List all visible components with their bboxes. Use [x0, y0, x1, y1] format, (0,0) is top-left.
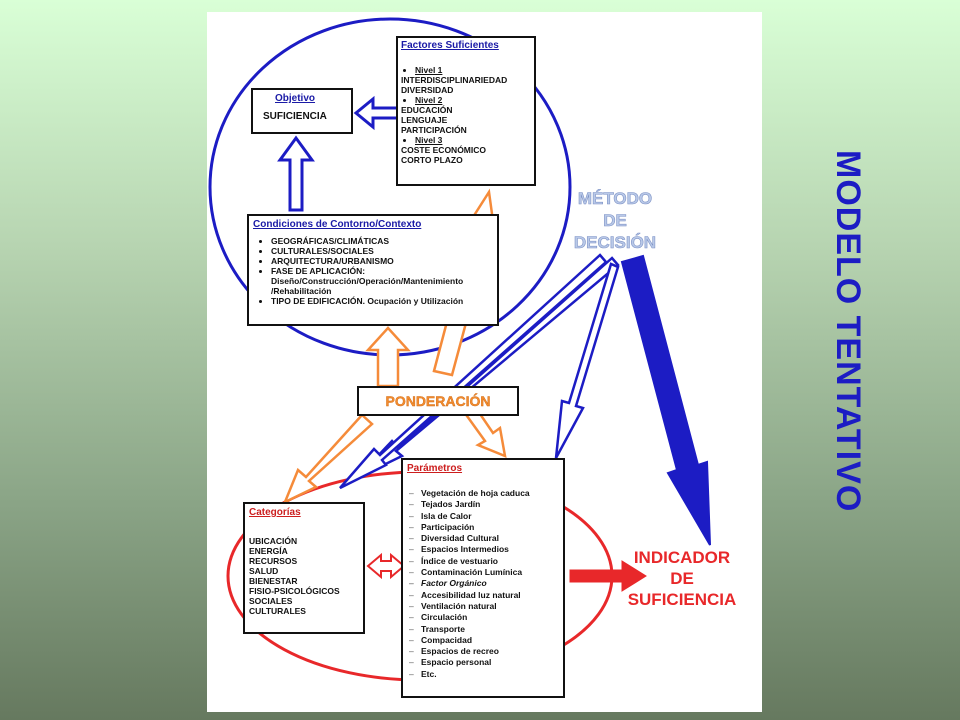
factores-title: Factores Suficientes: [401, 40, 499, 51]
arrow-categorias-parametros: [366, 552, 406, 580]
objetivo-box: Objetivo SUFICIENCIA: [251, 88, 353, 134]
parametros-item: Índice de vestuario: [409, 556, 559, 568]
factores-item: PARTICIPACIÓN: [401, 125, 467, 135]
factores-level-list: Nivel 3: [401, 135, 531, 145]
factores-level-3: Nivel 3: [415, 135, 531, 145]
condiciones-item: CULTURALES/SOCIALES: [271, 246, 493, 256]
arrow-factores-to-objetivo: [353, 95, 400, 131]
parametros-item: Accesibilidad luz natural: [409, 590, 559, 602]
parametros-list: Vegetación de hoja caduca Tejados Jardín…: [407, 488, 559, 680]
parametros-item: Participación: [409, 522, 559, 534]
arrow-condiciones-to-objetivo: [277, 135, 315, 212]
categorias-box: Categorías UBICACIÓN ENERGÍA RECURSOS SA…: [243, 502, 365, 634]
arrow-ponderacion-to-categorias: [282, 413, 374, 505]
condiciones-box: Condiciones de Contorno/Contexto GEOGRÁF…: [247, 214, 499, 326]
categorias-item: ENERGÍA: [249, 546, 288, 556]
factores-item: CORTO PLAZO: [401, 155, 463, 165]
parametros-item: Transporte: [409, 624, 559, 636]
arrow-ponderacion-to-condiciones: [365, 326, 411, 388]
arrow-metodo-to-parametros: [554, 262, 620, 459]
condiciones-item: TIPO DE EDIFICACIÓN. Ocupación y Utiliza…: [271, 296, 493, 306]
parametros-item: Vegetación de hoja caduca: [409, 488, 559, 500]
parametros-item: Factor Orgánico: [409, 578, 559, 590]
parametros-item: Ventilación natural: [409, 601, 559, 613]
parametros-item: Etc.: [409, 669, 559, 681]
categorias-item: FISIO-PSICOLÓGICOS: [249, 586, 340, 596]
categorias-item: RECURSOS: [249, 556, 298, 566]
indicador-label: INDICADOR DE SUFICIENCIA: [612, 547, 752, 610]
parametros-item: Tejados Jardín: [409, 499, 559, 511]
parametros-title: Parámetros: [407, 463, 463, 474]
factores-level-list: Nivel 1: [401, 65, 531, 75]
metodo-label: MÉTODO DE DECISIÓN: [555, 188, 675, 254]
level-1-label: Nivel 1: [415, 65, 443, 75]
factores-box: Factores Suficientes Nivel 1 INTERDISCIP…: [396, 36, 536, 186]
factores-level-2: Nivel 2: [415, 95, 531, 105]
ponderacion-box: PONDERACIÓN: [357, 386, 519, 416]
metodo-line-1: MÉTODO: [577, 189, 653, 209]
condiciones-item: ARQUITECTURA/URBANISMO: [271, 256, 493, 266]
level-2-label: Nivel 2: [415, 95, 443, 105]
categorias-item: SOCIALES: [249, 596, 293, 606]
factores-level-1: Nivel 1: [415, 65, 531, 75]
categorias-item: SALUD: [249, 566, 279, 576]
arrow-to-indicador: [569, 560, 647, 592]
categorias-item: CULTURALES: [249, 606, 306, 616]
condiciones-list: GEOGRÁFICAS/CLIMÁTICAS CULTURALES/SOCIAL…: [253, 236, 493, 306]
categorias-item: BIENESTAR: [249, 576, 298, 586]
objetivo-value: SUFICIENCIA: [263, 111, 327, 122]
arrow-metodo-to-indicador: [620, 254, 711, 546]
categorias-title: Categorías: [249, 507, 301, 518]
ponderacion-label: PONDERACIÓN: [385, 393, 491, 409]
factores-item: INTERDISCIPLINARIEDAD: [401, 75, 508, 85]
parametros-item: Circulación: [409, 612, 559, 624]
condiciones-item: FASE DE APLICACIÓN: Diseño/Construcción/…: [271, 266, 493, 296]
indicador-line-2: DE: [670, 569, 694, 588]
metodo-line-3: DECISIÓN: [573, 233, 657, 253]
arrow-metodo-to-categorias-2: [339, 253, 608, 490]
factores-item: LENGUAJE: [401, 115, 448, 125]
parametros-item: Compacidad: [409, 635, 559, 647]
level-3-label: Nivel 3: [415, 135, 443, 145]
parametros-item: Contaminación Lumínica: [409, 567, 559, 579]
indicador-line-3: SUFICIENCIA: [627, 590, 737, 609]
parametros-box: Parámetros Vegetación de hoja caduca Tej…: [401, 458, 565, 698]
categorias-list: UBICACIÓN ENERGÍA RECURSOS SALUD BIENEST…: [249, 536, 359, 616]
factores-item: EDUCACIÓN: [401, 105, 453, 115]
side-title: MODELO TENTATIVO: [829, 150, 867, 513]
parametros-item: Espacios Intermedios: [409, 544, 559, 556]
objetivo-title: Objetivo: [275, 93, 316, 104]
factores-item: DIVERSIDAD: [401, 85, 454, 95]
factores-item: COSTE ECONÓMICO: [401, 145, 487, 155]
indicador-line-1: INDICADOR: [633, 548, 731, 567]
condiciones-item: GEOGRÁFICAS/CLIMÁTICAS: [271, 236, 493, 246]
categorias-item: UBICACIÓN: [249, 536, 298, 546]
parametros-item: Espacio personal: [409, 657, 559, 669]
condiciones-title: Condiciones de Contorno/Contexto: [253, 219, 422, 230]
parametros-item: Espacios de recreo: [409, 646, 559, 658]
metodo-line-2: DE: [603, 211, 627, 231]
parametros-item: Isla de Calor: [409, 511, 559, 523]
parametros-item: Diversidad Cultural: [409, 533, 559, 545]
factores-level-list: Nivel 2: [401, 95, 531, 105]
